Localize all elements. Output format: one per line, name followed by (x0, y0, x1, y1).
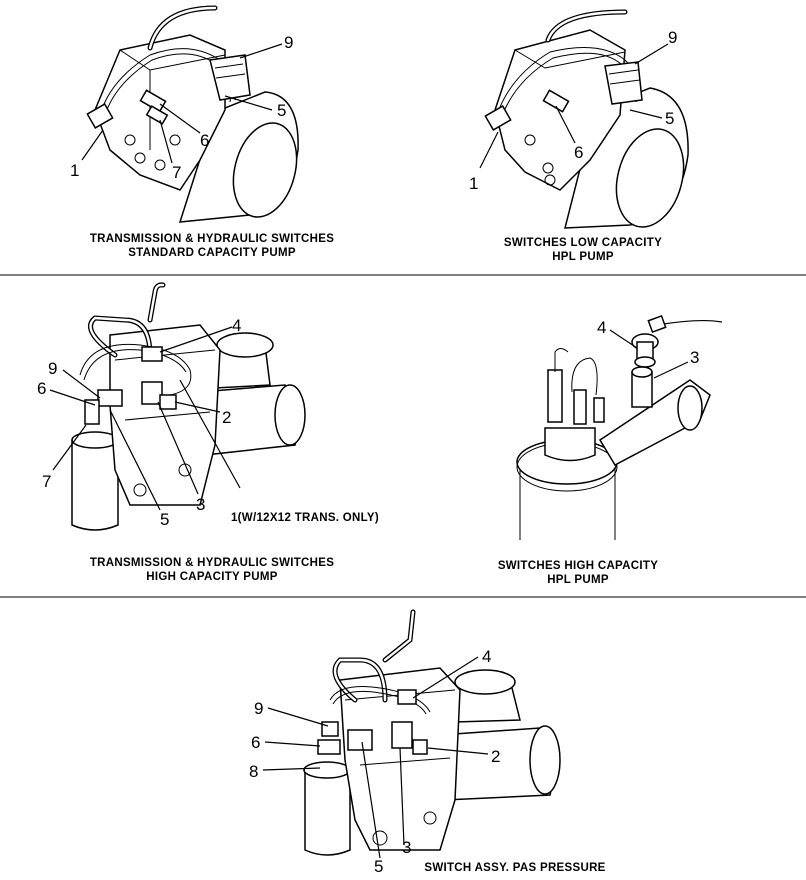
callout-6: 6 (574, 143, 583, 162)
callout-7: 7 (42, 472, 51, 491)
panel-high-capacity-pump: 4 9 6 2 7 3 5 1(W/12X12 TRANS. ONLY) TRA… (37, 282, 379, 583)
callout-1: 1 (469, 174, 478, 193)
panel-switch-assy-pas-pressure: 4 9 6 2 8 3 5 SWITCH ASSY. PAS PRESSURE (249, 609, 605, 876)
caption-line2: HIGH CAPACITY PUMP (146, 571, 278, 583)
callout-6: 6 (251, 733, 260, 752)
panel-high-capacity-hpl-pump: 4 3 SWITCHES HIGH CAPACITY HPL PUMP (498, 315, 723, 586)
callout-2: 2 (491, 747, 500, 766)
caption-line1: TRANSMISSION & HYDRAULIC SWITCHES (90, 233, 334, 245)
callout-9: 9 (48, 359, 57, 378)
caption-line2: HPL PUMP (547, 574, 609, 586)
callout-6: 6 (200, 131, 209, 150)
callout-3: 3 (690, 348, 699, 367)
callout-1: 1 (70, 161, 79, 180)
callout-9: 9 (284, 33, 293, 52)
callout-5: 5 (374, 857, 383, 876)
caption-line1: SWITCH ASSY. PAS PRESSURE (424, 862, 605, 874)
callout-4: 4 (482, 647, 491, 666)
panel-low-capacity-hpl-pump: 9 5 6 1 SWITCHES LOW CAPACITY HPL PUMP (469, 9, 689, 263)
caption-line1: SWITCHES LOW CAPACITY (504, 237, 662, 249)
callout-5: 5 (160, 510, 169, 529)
caption-line2: STANDARD CAPACITY PUMP (128, 247, 296, 259)
callout-8: 8 (249, 762, 258, 781)
callout-9: 9 (254, 699, 263, 718)
note-12x12-trans: 1(W/12X12 TRANS. ONLY) (231, 512, 379, 524)
callout-5: 5 (665, 109, 674, 128)
callout-4: 4 (232, 316, 241, 335)
callout-7: 7 (172, 163, 181, 182)
callout-2: 2 (222, 408, 231, 427)
callout-9: 9 (668, 28, 677, 47)
callout-6: 6 (37, 379, 46, 398)
caption-line1: SWITCHES HIGH CAPACITY (498, 560, 658, 572)
callout-3: 3 (196, 495, 205, 514)
callout-3: 3 (402, 838, 411, 857)
callout-5: 5 (277, 101, 286, 120)
caption-line2: HPL PUMP (552, 251, 614, 263)
panel-standard-capacity-pump: 9 5 6 1 7 TRANSMISSION & HYDRAULIC SWITC… (70, 5, 334, 259)
callout-4: 4 (597, 318, 606, 337)
caption-line1: TRANSMISSION & HYDRAULIC SWITCHES (90, 557, 334, 569)
